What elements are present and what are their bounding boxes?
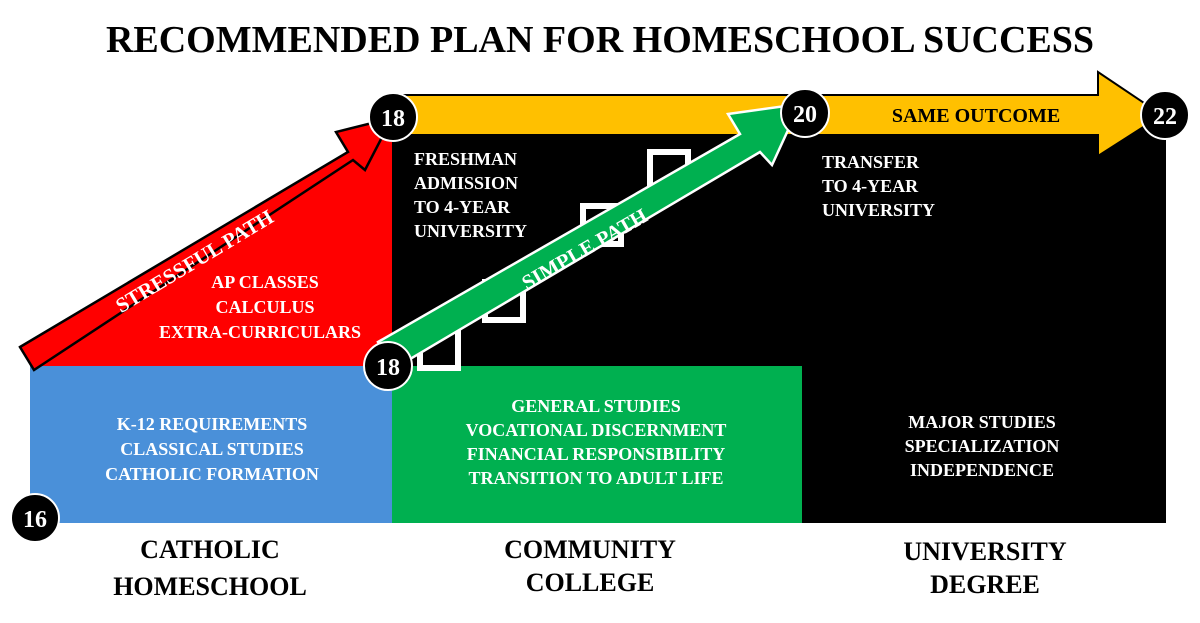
age-marker-20: 20 <box>780 88 830 138</box>
freshman-line: FRESHMAN <box>414 149 517 169</box>
column-label-college: COMMUNITY <box>504 535 676 564</box>
red-block-text: AP CLASSES CALCULUS EXTRA-CURRICULARS <box>159 272 361 342</box>
column-label-college: COLLEGE <box>526 568 655 597</box>
homeschool-line: CLASSICAL STUDIES <box>120 439 304 459</box>
transfer-text: TRANSFER TO 4-YEAR UNIVERSITY <box>822 152 935 220</box>
red-line: EXTRA-CURRICULARS <box>159 322 361 342</box>
college-line: TRANSITION TO ADULT LIFE <box>469 468 724 488</box>
column-labels: CATHOLIC HOMESCHOOL COMMUNITY COLLEGE UN… <box>113 535 1067 601</box>
column-label-homeschool: CATHOLIC <box>140 535 280 564</box>
age-marker-18-top: 18 <box>368 92 418 142</box>
column-label-homeschool: HOMESCHOOL <box>113 572 307 601</box>
age-marker-22: 22 <box>1140 90 1190 140</box>
transfer-line: TO 4-YEAR <box>822 176 919 196</box>
freshman-text: FRESHMAN ADMISSION TO 4-YEAR UNIVERSITY <box>414 149 527 241</box>
simple-path-arrow <box>376 102 803 370</box>
age-22-label: 22 <box>1153 104 1177 130</box>
same-outcome-label: SAME OUTCOME <box>892 105 1060 127</box>
age-20-label: 20 <box>793 102 817 128</box>
university-text: MAJOR STUDIES SPECIALIZATION INDEPENDENC… <box>905 412 1060 480</box>
college-line: GENERAL STUDIES <box>511 396 681 416</box>
college-block <box>392 366 802 523</box>
age-marker-16: 16 <box>10 493 60 543</box>
age-marker-18-bottom: 18 <box>363 341 413 391</box>
stressful-path-arrow <box>18 116 395 372</box>
column-label-university: UNIVERSITY <box>903 537 1066 566</box>
freshman-line: UNIVERSITY <box>414 221 527 241</box>
college-text: GENERAL STUDIES VOCATIONAL DISCERNMENT F… <box>466 396 727 488</box>
transfer-line: UNIVERSITY <box>822 200 935 220</box>
university-line: MAJOR STUDIES <box>908 412 1056 432</box>
age-18-bottom-label: 18 <box>376 355 400 381</box>
page-title: RECOMMENDED PLAN FOR HOMESCHOOL SUCCESS <box>106 19 1094 61</box>
red-line: CALCULUS <box>215 297 314 317</box>
university-block <box>802 123 1166 523</box>
college-line: VOCATIONAL DISCERNMENT <box>466 420 727 440</box>
red-line: AP CLASSES <box>211 272 319 292</box>
homeschool-text: K-12 REQUIREMENTS CLASSICAL STUDIES CATH… <box>105 414 319 484</box>
age-16-label: 16 <box>23 507 47 533</box>
university-line: INDEPENDENCE <box>910 460 1054 480</box>
college-line: FINANCIAL RESPONSIBILITY <box>467 444 726 464</box>
transfer-line: TRANSFER <box>822 152 920 172</box>
homeschool-block <box>30 366 392 523</box>
university-line: SPECIALIZATION <box>905 436 1060 456</box>
homeschool-line: K-12 REQUIREMENTS <box>117 414 308 434</box>
freshman-line: ADMISSION <box>414 173 518 193</box>
freshman-line: TO 4-YEAR <box>414 197 511 217</box>
column-label-university: DEGREE <box>930 570 1040 599</box>
homeschool-line: CATHOLIC FORMATION <box>105 464 319 484</box>
age-18-top-label: 18 <box>381 106 405 132</box>
